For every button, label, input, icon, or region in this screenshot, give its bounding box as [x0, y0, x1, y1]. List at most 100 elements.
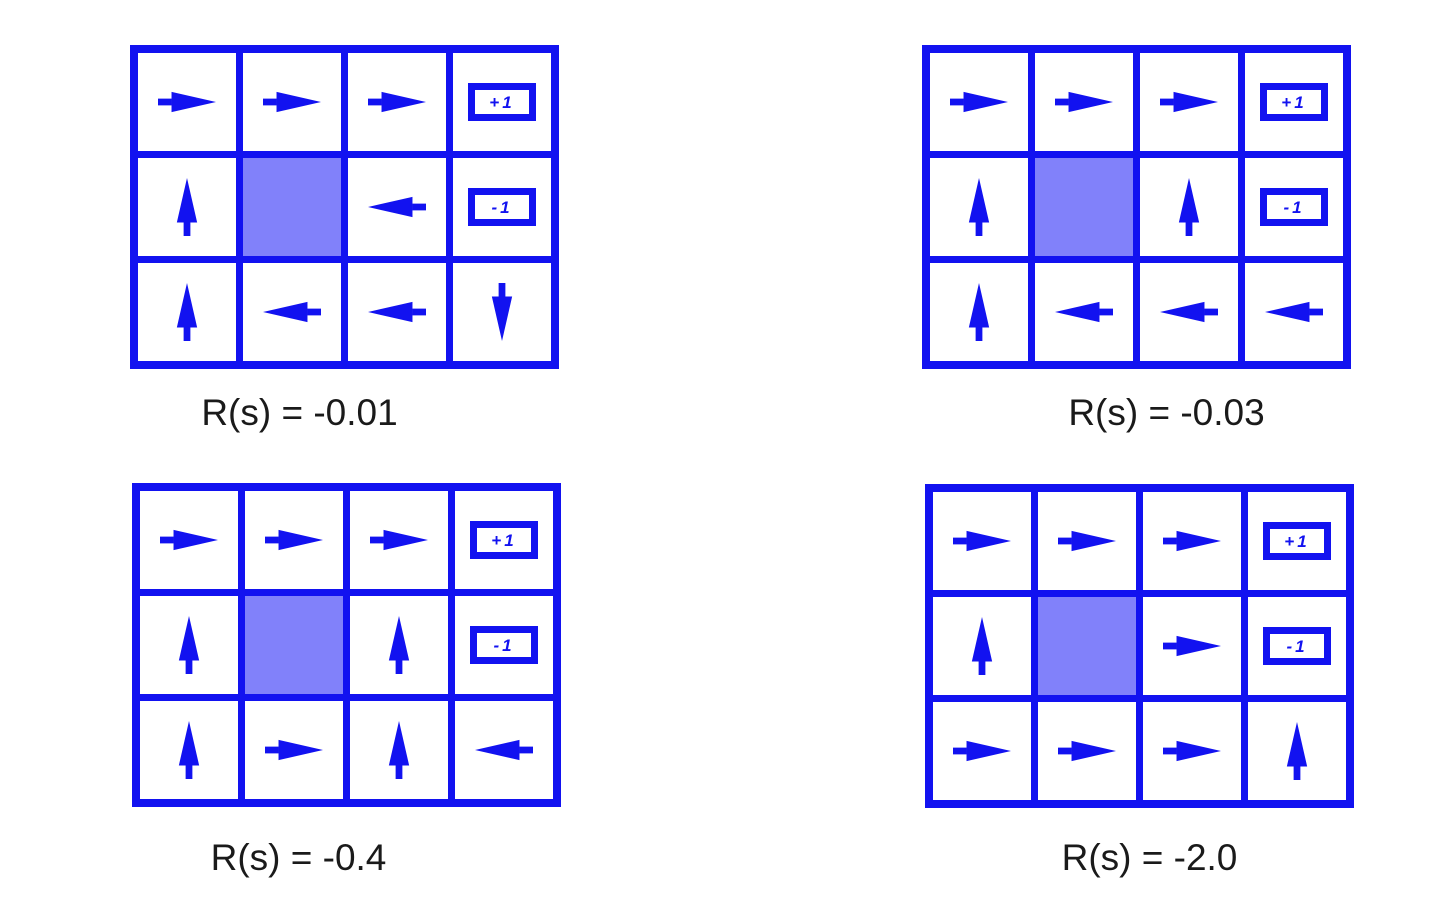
reward-minus-badge: -1 — [1263, 627, 1331, 665]
grid-cell — [140, 491, 238, 589]
grid-cell: +1 — [455, 491, 553, 589]
grid-cell — [453, 263, 551, 361]
arrow-up-icon — [971, 617, 993, 675]
arrow-right-icon — [1163, 635, 1221, 657]
arrow-right-icon — [1160, 91, 1218, 113]
grid-cell — [350, 701, 448, 799]
arrow-up-icon — [176, 178, 198, 236]
grid-cell — [1143, 492, 1241, 590]
obstacle-cell — [1038, 597, 1136, 695]
reward-caption-top-right: R(s) = -0.03 — [1068, 392, 1265, 433]
grid-cell — [138, 263, 236, 361]
grid-cell — [1035, 263, 1133, 361]
reward-minus-badge: -1 — [470, 626, 538, 664]
arrow-up-icon — [178, 616, 200, 674]
arrow-right-icon — [263, 91, 321, 113]
arrow-right-icon — [953, 740, 1011, 762]
arrow-right-icon — [158, 91, 216, 113]
grid-cell — [933, 492, 1031, 590]
reward-plus-badge: +1 — [470, 521, 538, 559]
obstacle-cell — [245, 596, 343, 694]
arrow-up-icon — [968, 178, 990, 236]
arrow-right-icon — [160, 529, 218, 551]
grid-cell: -1 — [1245, 158, 1343, 256]
arrow-up-icon — [176, 283, 198, 341]
reward-caption-top-left: R(s) = -0.01 — [201, 392, 398, 433]
arrow-left-icon — [1055, 301, 1113, 323]
arrow-down-icon — [491, 283, 513, 341]
grid-cell: +1 — [1245, 53, 1343, 151]
arrow-left-icon — [1265, 301, 1323, 323]
grid-cell — [140, 701, 238, 799]
grid-cell — [1245, 263, 1343, 361]
grid-cell — [140, 596, 238, 694]
policy-grid-top-right: +1 -1 — [922, 45, 1351, 369]
arrow-up-icon — [1178, 178, 1200, 236]
arrow-right-icon — [370, 529, 428, 551]
arrow-right-icon — [265, 529, 323, 551]
grid-cell — [348, 53, 446, 151]
grid-cell: -1 — [453, 158, 551, 256]
policy-grid-bottom-left: +1 -1 — [132, 483, 561, 807]
grid-cell — [1143, 597, 1241, 695]
arrow-right-icon — [1163, 530, 1221, 552]
grid-cell — [1038, 492, 1136, 590]
grid-cell — [138, 53, 236, 151]
arrow-left-icon — [263, 301, 321, 323]
grid-cell — [1035, 53, 1133, 151]
arrow-up-icon — [388, 721, 410, 779]
grid-cell — [350, 596, 448, 694]
arrow-up-icon — [178, 721, 200, 779]
grid-cell — [933, 597, 1031, 695]
grid-cell — [930, 158, 1028, 256]
grid-cell — [1143, 702, 1241, 800]
grid-cell — [243, 263, 341, 361]
grid-cell — [1140, 53, 1238, 151]
grid-cell — [1248, 702, 1346, 800]
reward-caption-bottom-left: R(s) = -0.4 — [210, 837, 387, 878]
obstacle-cell — [1035, 158, 1133, 256]
arrow-right-icon — [265, 739, 323, 761]
grid-cell — [245, 491, 343, 589]
arrow-left-icon — [1160, 301, 1218, 323]
grid-cell — [243, 53, 341, 151]
grid-cell: +1 — [1248, 492, 1346, 590]
policy-grid-bottom-right: +1 -1 — [925, 484, 1354, 808]
arrow-left-icon — [368, 196, 426, 218]
grid-cell — [1140, 158, 1238, 256]
arrow-right-icon — [1055, 91, 1113, 113]
grid-cell — [1140, 263, 1238, 361]
obstacle-cell — [243, 158, 341, 256]
arrow-up-icon — [1286, 722, 1308, 780]
grid-cell: -1 — [455, 596, 553, 694]
arrow-left-icon — [368, 301, 426, 323]
grid-cell — [350, 491, 448, 589]
grid-cell — [930, 53, 1028, 151]
grid-cell: -1 — [1248, 597, 1346, 695]
grid-cell — [245, 701, 343, 799]
reward-caption-bottom-right: R(s) = -2.0 — [1061, 837, 1238, 878]
arrow-right-icon — [953, 530, 1011, 552]
arrow-right-icon — [1058, 740, 1116, 762]
grid-cell — [348, 263, 446, 361]
grid-cell — [933, 702, 1031, 800]
reward-minus-badge: -1 — [468, 188, 536, 226]
reward-plus-badge: +1 — [1260, 83, 1328, 121]
arrow-right-icon — [368, 91, 426, 113]
arrow-left-icon — [475, 739, 533, 761]
arrow-right-icon — [950, 91, 1008, 113]
grid-cell — [930, 263, 1028, 361]
arrow-up-icon — [968, 283, 990, 341]
arrow-up-icon — [388, 616, 410, 674]
policy-grid-top-left: +1 -1 — [130, 45, 559, 369]
reward-plus-badge: +1 — [468, 83, 536, 121]
grid-cell: +1 — [453, 53, 551, 151]
grid-cell — [1038, 702, 1136, 800]
reward-minus-badge: -1 — [1260, 188, 1328, 226]
reward-plus-badge: +1 — [1263, 522, 1331, 560]
arrow-right-icon — [1058, 530, 1116, 552]
grid-cell — [138, 158, 236, 256]
grid-cell — [455, 701, 553, 799]
grid-cell — [348, 158, 446, 256]
